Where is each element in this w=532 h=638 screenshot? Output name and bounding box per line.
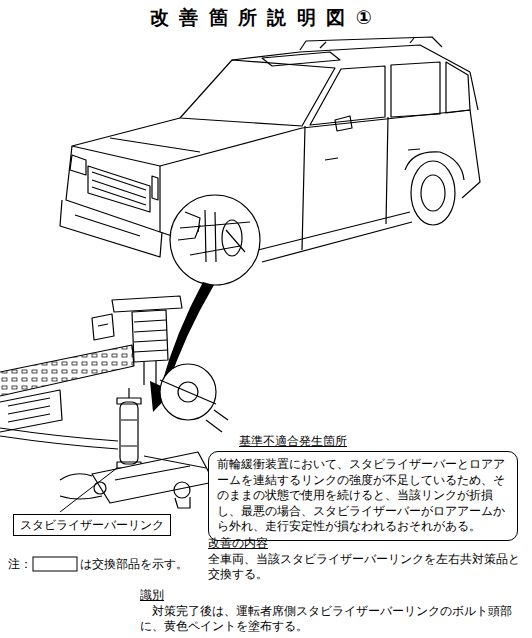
section-heading: 基準不適合発生箇所 <box>239 433 347 449</box>
section-heading: 改善の内容 <box>208 536 268 552</box>
section-heading: 識別 <box>140 588 164 604</box>
leader-line <box>144 456 206 468</box>
replacement-part-mark <box>33 557 77 571</box>
node-text: 前輪緩衝装置において、スタビライザーバーとロアアームを連結するリンクの強度が不足… <box>217 457 509 535</box>
node-text: スタビライザーバーリンク <box>20 517 164 533</box>
note-mark: 注： <box>8 557 32 573</box>
title: 改善箇所説明図① <box>0 6 532 29</box>
note-text: は交換部品を示す。 <box>80 557 188 573</box>
callout-box: 基準不適合発生箇所前輪緩衝装置において、スタビライザーバーとロアアームを連結する… <box>208 451 518 541</box>
body-text: 対策完了後は、運転者席側スタビライザーバーリンクのボルト頭部に、黄色ペイントを塗… <box>140 604 524 634</box>
part-name-box: スタビライザーバーリンク <box>13 514 171 536</box>
leader-line <box>60 468 117 512</box>
suspension-drawing <box>0 296 228 508</box>
vehicle-drawing <box>60 37 480 285</box>
body-text: 全車両、当該スタビライザーバーリンクを左右共対策品と交換する。 <box>208 552 526 582</box>
